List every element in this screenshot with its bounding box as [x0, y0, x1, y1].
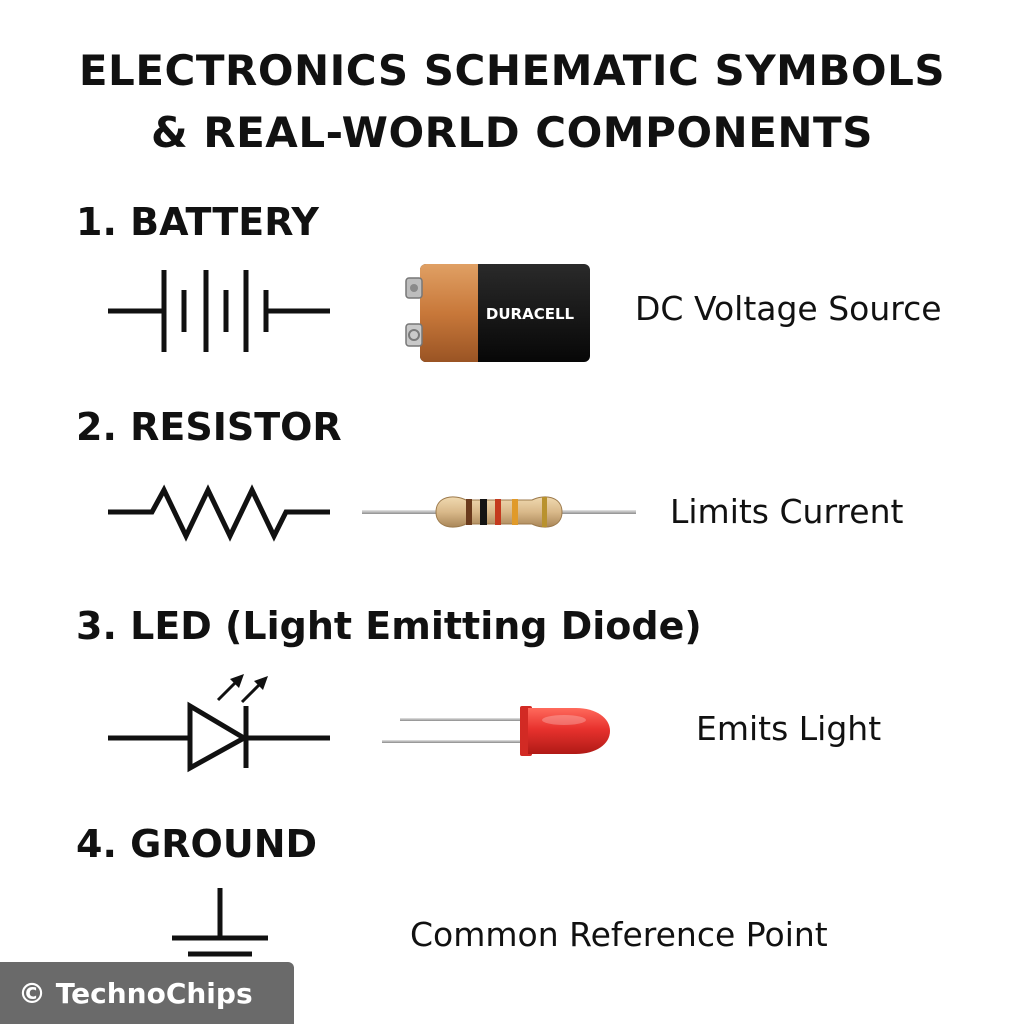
- axial-resistor-icon: [362, 496, 636, 528]
- ground-description: Common Reference Point: [410, 915, 828, 954]
- resistor-description: Limits Current: [670, 492, 904, 531]
- resistor-heading: 2. RESISTOR: [76, 405, 342, 449]
- led-heading: 3. LED (Light Emitting Diode): [76, 604, 702, 648]
- led-symbol-icon: [108, 674, 330, 773]
- red-led-icon: [382, 706, 610, 756]
- nine-volt-battery-icon: DURACELL: [405, 264, 590, 362]
- led-description: Emits Light: [696, 709, 882, 748]
- diagram-title-line1: ELECTRONICS SCHEMATIC SYMBOLS: [78, 46, 946, 95]
- ground-heading: 4. GROUND: [76, 822, 318, 866]
- battery-brand-label: DURACELL: [486, 305, 575, 323]
- resistor-symbol-icon: [108, 484, 330, 542]
- watermark-badge: © TechnoChips: [0, 962, 294, 1024]
- battery-description: DC Voltage Source: [635, 289, 942, 328]
- battery-heading: 1. BATTERY: [76, 200, 319, 244]
- diagram-title-line2: & REAL-WORLD COMPONENTS: [151, 108, 873, 157]
- watermark-text: © TechnoChips: [18, 976, 253, 1010]
- battery-symbol-icon: [108, 270, 330, 352]
